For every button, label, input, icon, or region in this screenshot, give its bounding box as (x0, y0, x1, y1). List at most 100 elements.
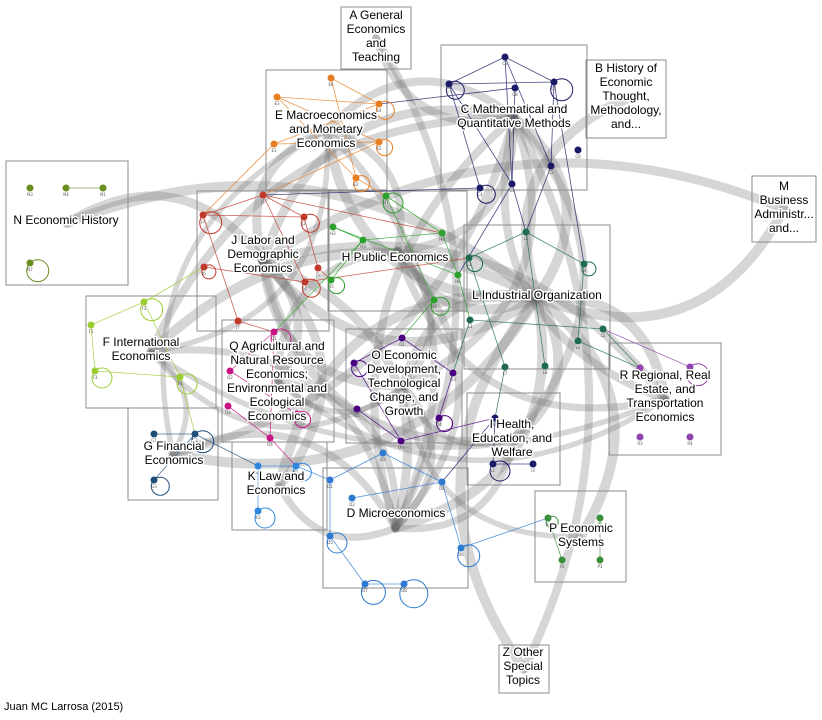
node-label-H6: H6 (455, 279, 461, 284)
edge-H6-L3 (457, 274, 471, 321)
edge-H3-Q1 (273, 239, 364, 333)
node-O3 (449, 369, 457, 377)
node-J3 (199, 211, 207, 219)
edge-C1-L4 (553, 81, 585, 265)
group-label-D: D Microeconomics (347, 506, 446, 520)
edge-Q3-Q4 (227, 405, 271, 439)
band-L-F (146, 247, 542, 357)
band-H-D (391, 247, 463, 532)
node-label-R4: R4 (687, 441, 693, 446)
edge-F1-F2 (90, 301, 145, 326)
node-label-L5: L5 (601, 333, 606, 338)
edge-L5-R1 (602, 328, 641, 369)
node-J1 (259, 191, 267, 199)
edge-J1-J2 (262, 194, 305, 218)
edge-C2-C7 (448, 56, 506, 85)
node-label-F4: F4 (178, 381, 183, 386)
edge-L3-O3 (452, 319, 471, 374)
node-R3 (636, 433, 644, 441)
self-loop-J4 (301, 278, 321, 298)
node-label-G2: G2 (192, 438, 198, 443)
node-D6 (457, 544, 465, 552)
edge-Q2-Q5 (229, 370, 298, 415)
self-loop-Q5 (294, 411, 312, 429)
node-C6 (574, 146, 582, 154)
node-H6 (454, 271, 462, 279)
node-label-D3: D3 (380, 457, 386, 462)
edge-I1-I2 (492, 417, 496, 465)
band-M-L (532, 204, 789, 323)
edge-J2-J5 (303, 216, 319, 269)
node-label-D6: D6 (458, 552, 464, 557)
node-label-H2: H2 (330, 231, 336, 236)
node-label-D4: D4 (439, 486, 445, 491)
node-label-C3: C3 (509, 188, 515, 193)
node-E1 (270, 140, 278, 148)
node-label-C4: C4 (477, 192, 483, 197)
node-label-H4: H4 (439, 237, 445, 242)
node-I2 (489, 460, 497, 468)
edge-O3-O4 (438, 372, 454, 419)
edge-J3-J2 (202, 214, 305, 218)
node-E2 (352, 174, 360, 182)
node-label-H7: H7 (431, 304, 437, 309)
node-label-J3: J3 (200, 219, 205, 224)
node-label-K1: K1 (255, 470, 261, 475)
node-O2 (350, 359, 358, 367)
node-label-C2: C2 (502, 61, 508, 66)
node-label-P3: P3 (598, 564, 603, 569)
band-L-G (168, 292, 542, 469)
self-loop-C1 (550, 78, 574, 102)
band-J-N (62, 191, 268, 266)
node-D4 (438, 478, 446, 486)
node-label-Q3: Q3 (225, 410, 231, 415)
self-loop-H7 (430, 296, 450, 316)
group-box-P (534, 490, 627, 583)
edge-C2-C5 (504, 56, 552, 167)
group-box-A (340, 6, 412, 70)
edge-E5-J1 (262, 141, 380, 196)
self-loop-P4 (545, 515, 559, 529)
edge-E1-J3 (202, 143, 275, 216)
group-box-E (265, 69, 388, 191)
edge-L2-L4 (525, 231, 585, 265)
band-P-L (532, 292, 620, 542)
node-label-C5: C5 (548, 170, 554, 175)
band-O-I (401, 383, 517, 447)
node-label-E3: E3 (274, 101, 280, 106)
node-label-O6: O6 (398, 445, 404, 450)
self-loop-O4 (436, 415, 454, 433)
node-label-L7: L7 (503, 371, 508, 376)
band-J-L (258, 256, 542, 347)
band-F-G (148, 349, 189, 457)
node-O6 (397, 437, 405, 445)
node-label-C7: C7 (446, 88, 452, 93)
self-loop-K2 (292, 462, 312, 482)
edge-D1-D3 (329, 452, 384, 481)
node-label-E1: E1 (271, 148, 277, 153)
edge-Q1-Q2 (229, 331, 275, 372)
edge-C8-E4 (378, 87, 516, 105)
edge-J6-J4 (203, 266, 306, 283)
node-P4 (544, 514, 552, 522)
node-C2 (501, 53, 509, 61)
node-label-F2: F2 (142, 306, 147, 311)
node-J7 (234, 317, 242, 325)
node-F3 (91, 367, 99, 375)
node-H5 (327, 276, 335, 284)
node-label-Q2: Q2 (227, 375, 233, 380)
edge-O1-O2 (353, 337, 403, 364)
band-L-D (390, 292, 548, 533)
band-E-J (252, 125, 331, 266)
edge-J7-Q1 (237, 320, 275, 333)
edge-H4-H6 (441, 232, 459, 276)
node-label-L1: L1 (467, 262, 472, 267)
node-N3 (26, 184, 34, 192)
